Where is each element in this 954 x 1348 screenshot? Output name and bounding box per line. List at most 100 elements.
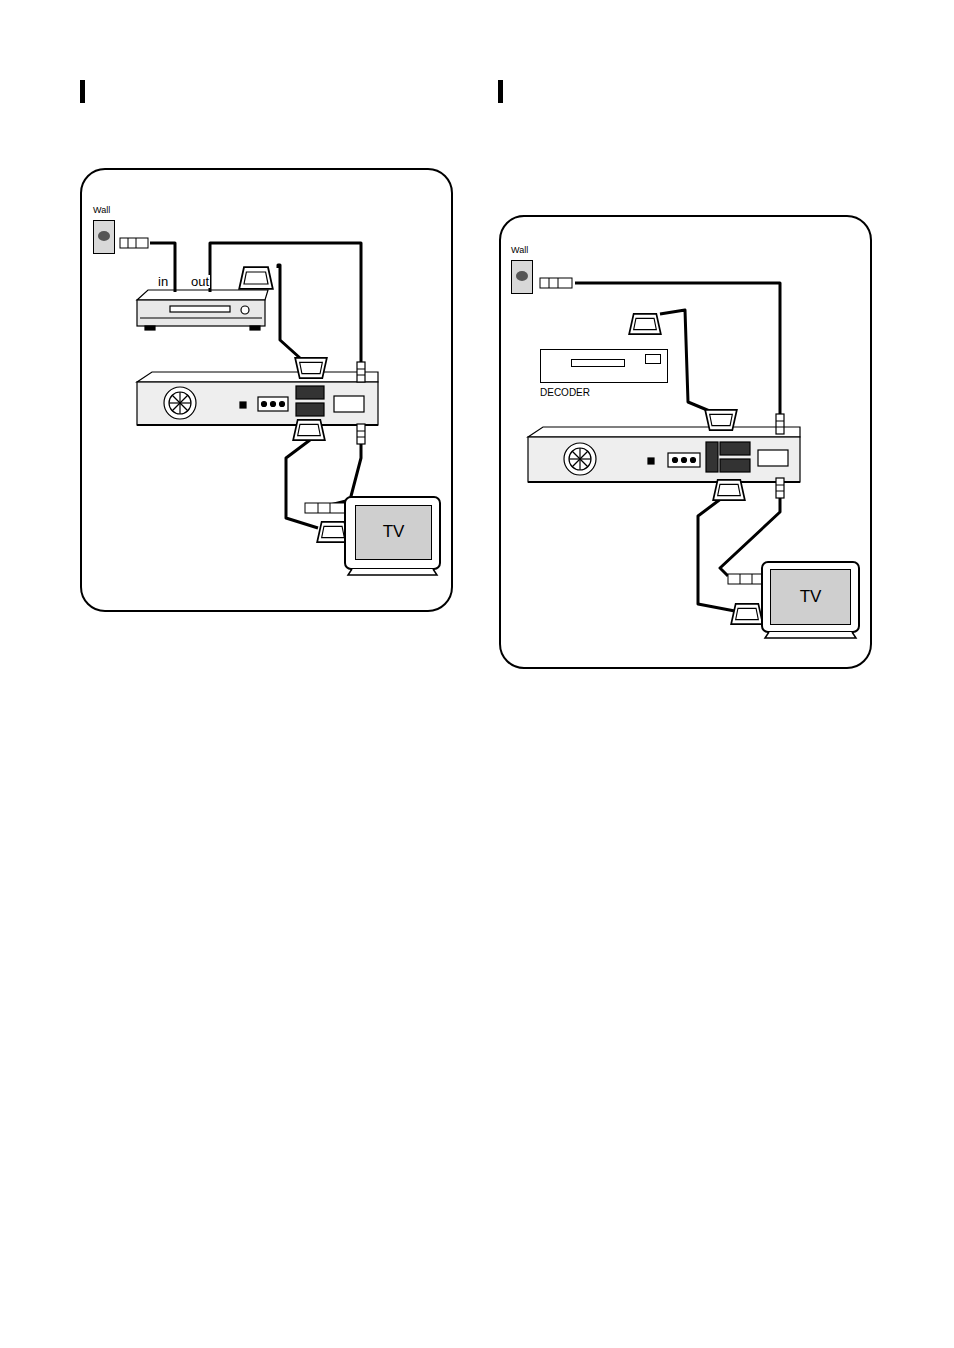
socket-hole	[98, 231, 110, 241]
vcr-unit	[137, 300, 265, 326]
recorder-unit	[673, 458, 678, 463]
wall-cable-plug	[128, 238, 129, 248]
connector-plug	[705, 410, 737, 430]
connector-plug	[305, 503, 345, 513]
recorder-unit	[137, 424, 378, 426]
tv-frame	[348, 569, 437, 575]
node-text: Wall	[93, 206, 129, 216]
connector-plug	[740, 574, 741, 584]
recorder-unit	[262, 402, 267, 407]
cable	[150, 243, 361, 528]
recorder-unit	[572, 451, 588, 467]
recorder-unit	[296, 403, 324, 416]
recorder-unit	[172, 395, 188, 411]
section-marker	[498, 80, 503, 103]
wall-cable-plug	[540, 278, 572, 288]
recorder-unit	[280, 402, 285, 407]
connector-plug	[330, 503, 331, 513]
cable	[278, 265, 300, 358]
panel-frame	[81, 169, 452, 611]
connector-plug	[629, 314, 661, 334]
port-label: in	[157, 275, 169, 288]
decoder-box: DECODER	[540, 349, 676, 398]
cable	[150, 243, 175, 292]
tv-screen: TV	[770, 569, 851, 625]
vcr-unit	[137, 290, 268, 300]
connector-plug	[357, 362, 365, 382]
recorder-unit	[334, 396, 364, 412]
recorder-unit	[528, 437, 800, 482]
recorder-unit	[528, 427, 800, 482]
section-marker	[80, 80, 503, 103]
recorder-unit	[172, 395, 188, 411]
vcr-unit	[140, 317, 262, 318]
connector-plug	[357, 424, 365, 444]
recorder-unit	[271, 402, 276, 407]
wall-socket: Wall	[93, 206, 129, 254]
recorder-unit	[137, 372, 378, 425]
recorder-unit	[648, 458, 654, 464]
tv-frame	[765, 632, 856, 638]
recorder-unit	[528, 427, 800, 437]
recorder-unit	[569, 448, 591, 470]
recorder-unit	[668, 453, 700, 467]
recorder-unit	[720, 442, 750, 455]
connector-plug	[731, 604, 763, 624]
panel-frame	[81, 169, 871, 668]
wall-cable-plug	[120, 238, 148, 248]
connector-plug	[752, 574, 753, 584]
vcr-unit	[241, 306, 249, 314]
vcr-unit	[145, 326, 155, 330]
node-text: DECODER	[540, 387, 676, 398]
wall-socket: Wall	[511, 246, 547, 294]
recorder-unit	[720, 459, 750, 472]
wall-cable-plug	[558, 278, 559, 288]
recorder-unit	[758, 450, 788, 466]
decoder-body	[540, 349, 668, 383]
node-text: Wall	[511, 246, 547, 256]
recorder-unit	[164, 387, 196, 419]
recorder-unit	[137, 382, 378, 425]
wall-cable-plug	[540, 278, 572, 288]
panel-frame	[500, 216, 871, 668]
decoder-display	[645, 354, 661, 364]
connector-plug	[295, 358, 327, 378]
recorder-unit	[572, 451, 588, 467]
connector-plug	[713, 480, 745, 500]
wall-plate	[511, 260, 533, 294]
tv-frame	[345, 497, 440, 575]
port-label: out	[190, 275, 210, 288]
recorder-unit	[137, 372, 378, 382]
tv-frame	[762, 562, 859, 638]
recorder-unit	[706, 442, 718, 472]
section-marker	[80, 80, 85, 103]
node-text: TV	[383, 523, 405, 542]
recorder-unit	[169, 392, 191, 414]
recorder-unit	[240, 402, 246, 408]
connector-plug	[728, 574, 764, 584]
tv-frame	[345, 497, 440, 569]
cable	[286, 440, 318, 528]
recorder-unit	[682, 458, 687, 463]
decoder-slot	[571, 359, 625, 367]
recorder-unit	[691, 458, 696, 463]
wall-plate	[93, 220, 115, 254]
recorder-unit	[296, 386, 324, 399]
connector-plug	[776, 478, 784, 498]
tv-frame	[762, 562, 859, 632]
wall-cable-plug	[549, 278, 550, 288]
connector-plug	[239, 267, 273, 289]
connector-plug	[318, 503, 319, 513]
connector-plug	[293, 420, 325, 440]
vcr-unit	[137, 290, 268, 330]
wall-cable-plug	[136, 238, 137, 248]
tv-screen: TV	[355, 505, 432, 560]
recorder-unit	[258, 397, 288, 411]
cable	[575, 283, 780, 612]
cable	[210, 243, 361, 362]
recorder-unit	[564, 443, 596, 475]
vcr-unit	[170, 306, 230, 312]
connector-plug	[776, 414, 784, 434]
